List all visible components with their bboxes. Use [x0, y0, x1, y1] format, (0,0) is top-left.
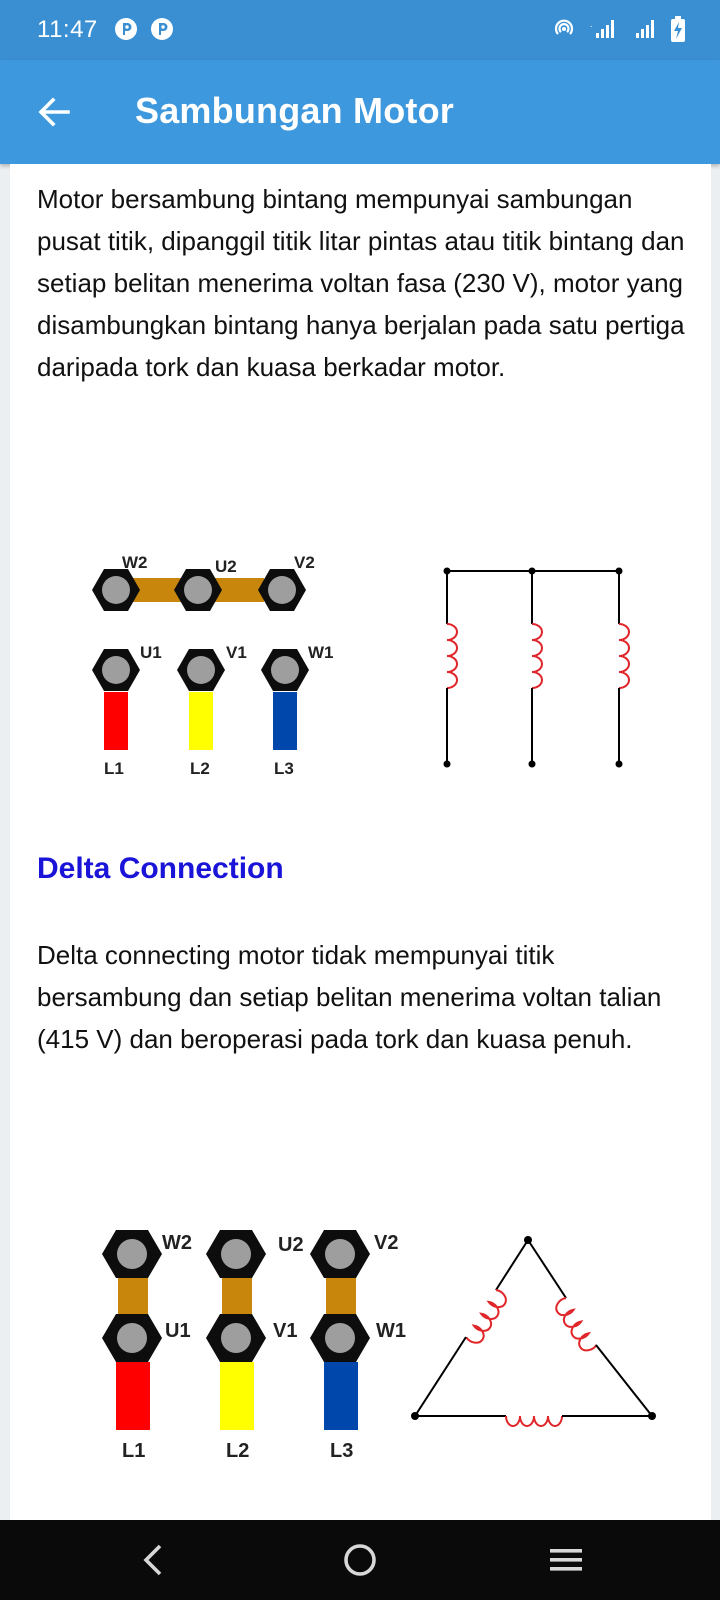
signal-icon: .: [590, 19, 614, 38]
delta-terminal-diagram: W2 U2 V2 U1 V1 W1 L1 L2 L3: [102, 1230, 406, 1462]
terminal-label-v2: V2: [294, 553, 315, 572]
status-left-icons: [114, 17, 174, 41]
delta-connection-paragraph: Delta connecting motor tidak mempunyai t…: [37, 940, 662, 1054]
app-notification-icon: [115, 18, 137, 40]
star-terminal-diagram: W2 U2 V2 U1 V1 W1 L1 L2 L3: [92, 553, 334, 778]
terminal-label-w1: W1: [308, 643, 334, 662]
terminal-label-v1: V1: [273, 1320, 297, 1342]
arrow-left-icon: [38, 97, 70, 127]
terminal-hex: [102, 1314, 162, 1362]
signal-icon: [636, 20, 654, 38]
terminal-hex: [206, 1230, 266, 1278]
star-connection-paragraph: Motor bersambung bintang mempunyai sambu…: [37, 184, 685, 382]
line-label-l2: L2: [226, 1440, 249, 1462]
content-card: Motor bersambung bintang mempunyai sambu…: [10, 164, 711, 1520]
coil-winding: [465, 1289, 507, 1344]
status-bar: 11:47 .: [0, 0, 720, 60]
home-nav-icon: [344, 1544, 376, 1576]
line-label-l1: L1: [104, 759, 124, 778]
system-nav-bar: [0, 1520, 720, 1600]
terminal-label-w2: W2: [162, 1232, 192, 1254]
line-label-l3: L3: [330, 1440, 353, 1462]
terminal-label-u1: U1: [165, 1320, 191, 1342]
battery-charging-icon: [671, 16, 685, 42]
terminal-hex: [310, 1230, 370, 1278]
back-nav-icon: [143, 1544, 162, 1576]
nav-recents-button[interactable]: [544, 1538, 588, 1582]
terminal-hex: [310, 1314, 370, 1362]
coil-winding: [555, 1297, 598, 1352]
back-button[interactable]: [34, 92, 74, 132]
status-right-icons: .: [552, 16, 686, 42]
terminal-label-w2: W2: [122, 553, 148, 572]
terminal-label-u1: U1: [140, 643, 162, 662]
line-label-l2: L2: [190, 759, 210, 778]
nav-back-button[interactable]: [132, 1538, 176, 1582]
nav-home-button[interactable]: [338, 1538, 382, 1582]
terminal-hex: [206, 1314, 266, 1362]
page-title: Sambungan Motor: [135, 90, 454, 131]
delta-schematic: [411, 1236, 656, 1427]
terminal-hex: [258, 569, 306, 611]
coil-winding: [446, 571, 458, 764]
coil-winding: [505, 1415, 563, 1427]
recents-nav-icon: [550, 1549, 582, 1571]
terminal-hex: [177, 649, 225, 691]
terminal-hex: [92, 649, 140, 691]
terminal-label-u2: U2: [278, 1234, 304, 1256]
terminal-hex: [102, 1230, 162, 1278]
terminal-label-v1: V1: [226, 643, 247, 662]
status-time: 11:47: [37, 16, 98, 43]
terminal-hex: [174, 569, 222, 611]
delta-connection-heading: Delta Connection: [37, 852, 284, 885]
coil-winding: [531, 571, 543, 764]
terminal-label-w1: W1: [376, 1320, 406, 1342]
terminal-label-v2: V2: [374, 1232, 398, 1254]
app-notification-icon: [151, 18, 173, 40]
coil-winding: [618, 571, 630, 764]
line-label-l3: L3: [274, 759, 294, 778]
terminal-hex: [261, 649, 309, 691]
line-label-l1: L1: [122, 1440, 145, 1462]
svg-text:.: .: [590, 19, 593, 29]
terminal-hex: [92, 569, 140, 611]
star-schematic: [443, 567, 630, 768]
app-bar: Sambungan Motor: [0, 60, 720, 164]
terminal-label-u2: U2: [215, 557, 237, 576]
hotspot-icon: [554, 19, 574, 35]
